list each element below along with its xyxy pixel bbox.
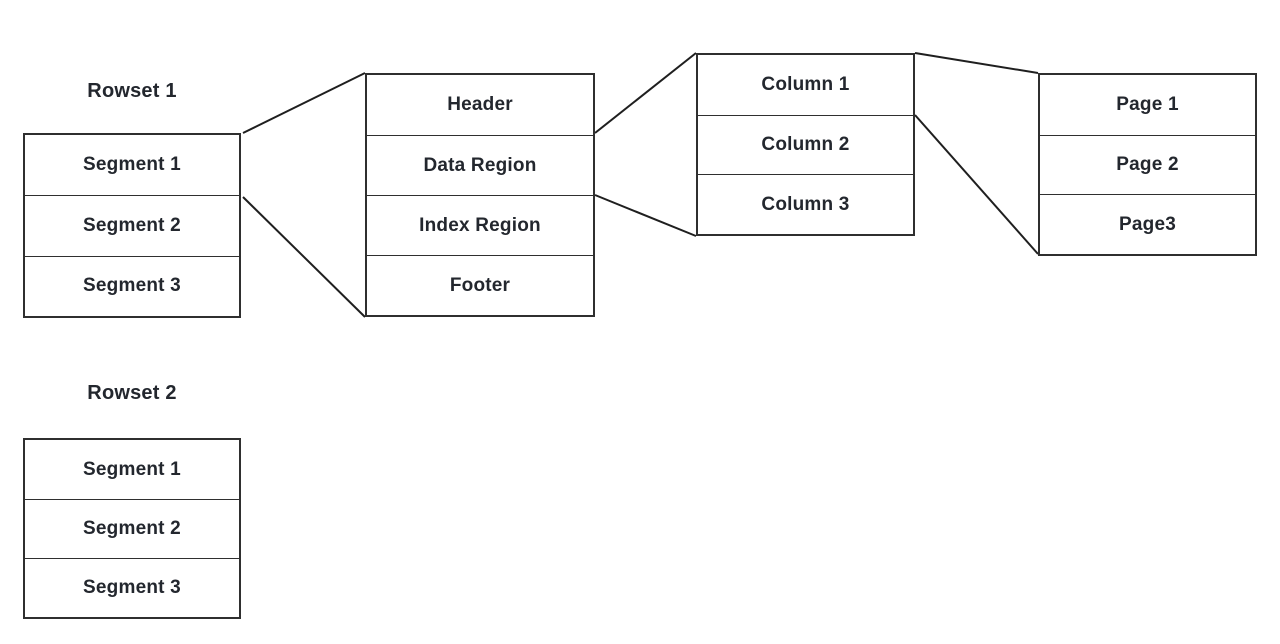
column-3: Column 3 (698, 174, 913, 234)
page-1: Page 1 (1116, 93, 1179, 115)
columns-stack: Column 1 Column 2 Column 3 (696, 53, 915, 236)
record-index-region: Index Region (367, 195, 593, 255)
rowset1-segment-2: Segment 2 (25, 195, 239, 255)
connector-columns-to-pages-top (914, 52, 1039, 74)
connector-record-to-columns-bottom (594, 194, 697, 237)
connector-rowset1-to-record-top (242, 72, 366, 134)
rowset2-stack: Segment 1 Segment 2 Segment 3 (23, 438, 241, 619)
rowset1-stack: Segment 1 Segment 2 Segment 3 (23, 133, 241, 318)
connector-columns-to-pages-bottom (914, 114, 1039, 255)
connector-rowset1-to-record-bottom (242, 196, 366, 318)
rowset1-label: Rowset 1 (87, 80, 177, 102)
page-2: Page 2 (1040, 134, 1255, 195)
column-1: Column 1 (761, 73, 850, 95)
record-structure-stack: Header Data Region Index Region Footer (365, 73, 595, 317)
rowset1-segment-3: Segment 3 (25, 255, 239, 316)
page-3: Page3 (1040, 194, 1255, 254)
rowset2-segment-2: Segment 2 (25, 499, 239, 558)
record-data-region: Data Region (367, 135, 593, 195)
rowset2-segment-3: Segment 3 (25, 558, 239, 617)
column-2: Column 2 (698, 114, 913, 175)
rowset2-label: Rowset 2 (87, 382, 177, 404)
record-footer: Footer (367, 255, 593, 315)
pages-stack: Page 1 Page 2 Page3 (1038, 73, 1257, 256)
record-header: Header (447, 94, 513, 115)
rowset1-segment-1: Segment 1 (83, 154, 181, 176)
rowset2-segment-1: Segment 1 (83, 458, 181, 480)
connector-record-to-columns-top (594, 52, 697, 134)
